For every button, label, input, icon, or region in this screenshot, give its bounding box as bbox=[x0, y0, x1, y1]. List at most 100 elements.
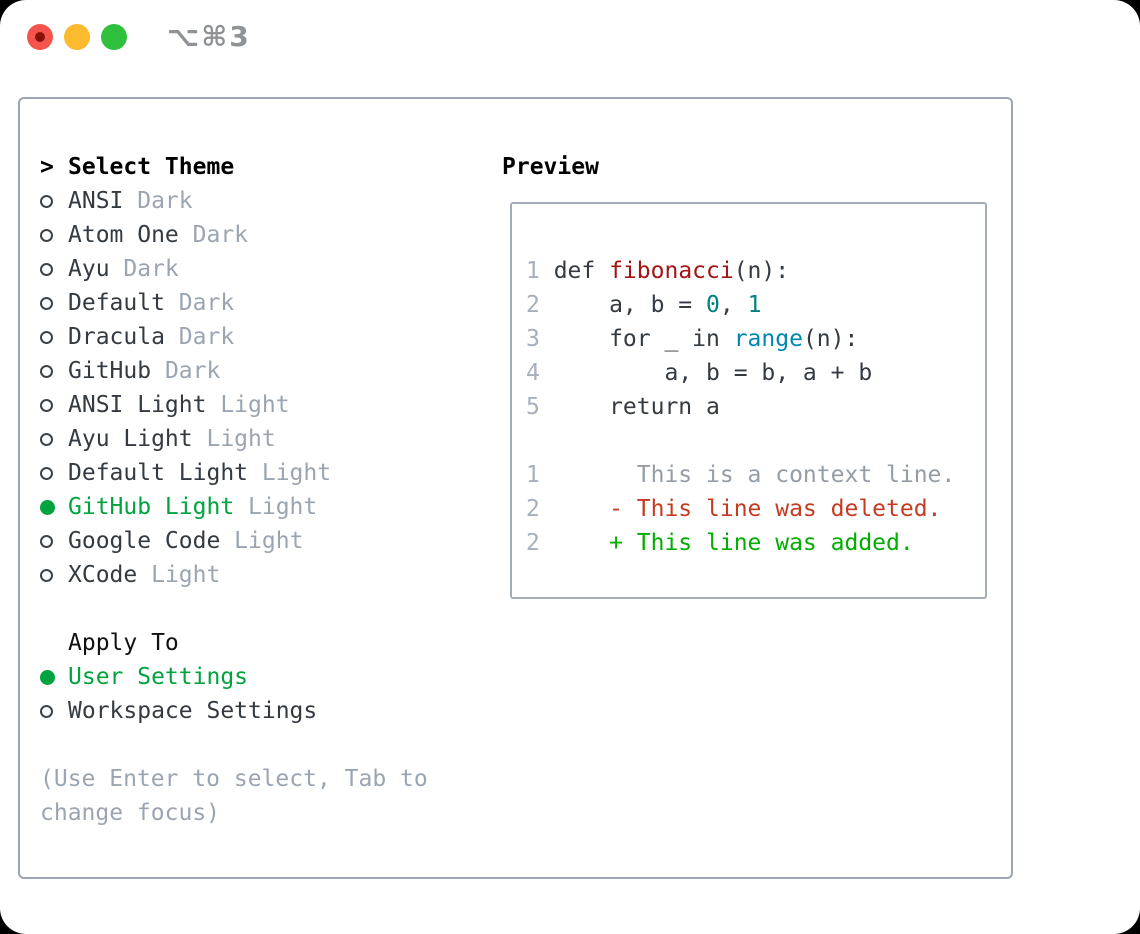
option-label: Ayu Light bbox=[68, 426, 193, 452]
option-label: Default Light bbox=[68, 460, 249, 486]
code-segment-number: 0 bbox=[706, 292, 720, 318]
theme-option-ayu-light[interactable]: Ayu Light Light bbox=[40, 422, 428, 456]
theme-option-github[interactable]: GitHub Dark bbox=[40, 354, 428, 388]
radio-unselected-icon bbox=[40, 568, 53, 582]
close-button-icon[interactable] bbox=[27, 24, 53, 50]
theme-option-default[interactable]: Default Dark bbox=[40, 286, 428, 320]
line-number: 1 bbox=[526, 258, 540, 284]
radio-unselected-icon bbox=[40, 194, 53, 208]
code-segment-plain: a, b = bbox=[553, 292, 707, 318]
option-variant-label: Light bbox=[220, 528, 304, 554]
radio-unselected-icon bbox=[40, 364, 53, 378]
code-segment-plain: (n): bbox=[733, 258, 790, 284]
line-number: 3 bbox=[526, 326, 540, 352]
hint-text-line-1: (Use Enter to select, Tab to bbox=[40, 766, 428, 792]
code-segment-title: fibonacci bbox=[609, 258, 734, 284]
option-variant-label: Dark bbox=[123, 188, 193, 214]
theme-option-xcode[interactable]: XCode Light bbox=[40, 558, 428, 592]
radio-unselected-icon bbox=[40, 432, 53, 446]
option-label: ANSI bbox=[68, 188, 124, 214]
code-line: 4 a, b = b, a + b bbox=[526, 356, 985, 390]
option-variant-label: Light bbox=[234, 494, 318, 520]
line-number: 5 bbox=[526, 394, 540, 420]
option-variant-label: Light bbox=[206, 392, 290, 418]
theme-option-default-light[interactable]: Default Light Light bbox=[40, 456, 428, 490]
code-line bbox=[526, 424, 985, 458]
code-segment-plain: (n): bbox=[802, 326, 859, 352]
option-variant-label: Dark bbox=[164, 290, 235, 316]
option-variant-label: Light bbox=[137, 562, 221, 588]
option-label: GitHub bbox=[68, 358, 152, 384]
theme-option-ansi-light[interactable]: ANSI Light Light bbox=[40, 388, 428, 422]
code-segment-plain: , bbox=[719, 292, 748, 318]
radio-unselected-icon bbox=[40, 398, 53, 412]
line-number: 2 bbox=[526, 496, 540, 522]
minimize-button-icon[interactable] bbox=[64, 24, 90, 50]
hint-text-line-2: change focus) bbox=[40, 800, 221, 826]
apply-option-user-settings[interactable]: User Settings bbox=[40, 660, 428, 694]
option-variant-label: Dark bbox=[164, 324, 235, 350]
theme-option-ansi[interactable]: ANSI Dark bbox=[40, 184, 428, 218]
radio-selected-icon bbox=[40, 499, 55, 515]
code-line: 2 - This line was deleted. bbox=[526, 492, 985, 526]
radio-selected-icon bbox=[40, 669, 55, 685]
prompt-icon: > bbox=[40, 154, 54, 180]
radio-unselected-icon bbox=[40, 262, 53, 276]
theme-option-ayu[interactable]: Ayu Dark bbox=[40, 252, 428, 286]
code-segment-plain: a, b = b, a + b bbox=[553, 360, 873, 386]
option-label: Default bbox=[68, 290, 165, 316]
code-segment-deletion: - This line was deleted. bbox=[553, 496, 942, 522]
option-variant-label: Dark bbox=[151, 358, 221, 384]
option-label: Dracula bbox=[68, 324, 165, 350]
option-label: Atom One bbox=[68, 222, 179, 248]
line-number: 2 bbox=[526, 292, 540, 318]
option-label: Google Code bbox=[68, 528, 221, 554]
option-variant-label: Dark bbox=[109, 256, 179, 282]
apply-to-header: Apply To bbox=[40, 626, 428, 660]
title-bar: ⌥⌘3 bbox=[0, 0, 1140, 74]
radio-unselected-icon bbox=[40, 296, 53, 310]
zoom-button-icon[interactable] bbox=[101, 24, 127, 50]
spacer-row bbox=[40, 728, 428, 762]
theme-option-google-code[interactable]: Google Code Light bbox=[40, 524, 428, 558]
theme-option-atom-one[interactable]: Atom One Dark bbox=[40, 218, 428, 252]
code-segment-plain: for _ in bbox=[553, 326, 734, 352]
radio-unselected-icon bbox=[40, 704, 53, 718]
radio-unselected-icon bbox=[40, 534, 53, 548]
spacer-row bbox=[40, 592, 428, 626]
theme-option-dracula[interactable]: Dracula Dark bbox=[40, 320, 428, 354]
line-number: 2 bbox=[526, 530, 540, 556]
code-segment-builtin: range bbox=[733, 326, 803, 352]
code-line: 1 This is a context line. bbox=[526, 458, 985, 492]
code-segment-number: 1 bbox=[747, 292, 762, 318]
code-segment-addition: + This line was added. bbox=[553, 530, 914, 556]
code-line: 1 def fibonacci(n): bbox=[526, 254, 985, 288]
code-line: 5 return a bbox=[526, 390, 985, 424]
option-variant-label: Light bbox=[248, 460, 332, 486]
apply-option-workspace-settings[interactable]: Workspace Settings bbox=[40, 694, 428, 728]
option-label: Workspace Settings bbox=[68, 698, 318, 724]
option-label: XCode bbox=[68, 562, 138, 588]
apply-to-title: Apply To bbox=[68, 630, 179, 656]
option-variant-label: Light bbox=[192, 426, 276, 452]
code-line: 2 a, b = 0, 1 bbox=[526, 288, 985, 322]
select-theme-title: Select Theme bbox=[68, 154, 235, 180]
theme-option-github-light[interactable]: GitHub Light Light bbox=[40, 490, 428, 524]
code-segment-plain: def bbox=[553, 258, 610, 284]
option-label: GitHub Light bbox=[68, 494, 235, 520]
code-line: 3 for _ in range(n): bbox=[526, 322, 985, 356]
code-segment-plain: return a bbox=[553, 394, 720, 420]
line-number: 4 bbox=[526, 360, 540, 386]
code-line: 2 + This line was added. bbox=[526, 526, 985, 560]
keyboard-shortcut-badge: ⌥⌘3 bbox=[167, 20, 251, 53]
option-label: ANSI Light bbox=[68, 392, 207, 418]
option-label: User Settings bbox=[68, 664, 249, 690]
radio-unselected-icon bbox=[40, 228, 53, 242]
preview-title: Preview bbox=[502, 154, 599, 180]
